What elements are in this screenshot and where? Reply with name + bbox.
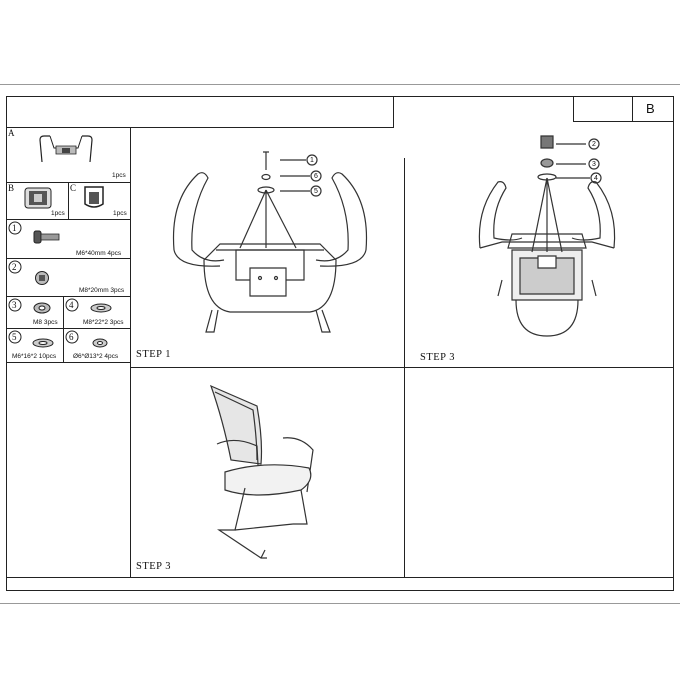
step-3-label-top: STEP 3 (420, 352, 455, 363)
part-a-armrest-icon (36, 134, 96, 164)
sheet-top-line (0, 84, 680, 85)
header-vertical (393, 96, 394, 128)
parts-col-line-bc (68, 182, 69, 219)
part-5-number-circle-icon (8, 330, 22, 344)
part-c-qty: 1pcs (113, 210, 127, 217)
lower-vertical-divider (404, 367, 405, 577)
part-5-desc: M6*16*2 10pcs (12, 353, 57, 360)
parts-row-line-3 (6, 258, 130, 259)
part-1-bolt-icon (33, 230, 61, 244)
part-a-label: A (8, 128, 15, 138)
part-2-number: 2 (12, 262, 17, 272)
part-6-number-circle-icon (65, 330, 79, 344)
part-4-desc: M8*22*2 3pcs (83, 319, 124, 326)
parts-row-line-6 (6, 362, 130, 363)
part-b-seat-bracket-icon (23, 186, 53, 210)
upper-vertical-divider (404, 158, 405, 367)
parts-row-line-4 (6, 296, 130, 297)
header-box-bottom (573, 121, 674, 122)
step-3-callout-3: 3 (592, 161, 596, 168)
part-3-desc: M8 3pcs (33, 319, 58, 326)
header-divider (6, 127, 393, 128)
part-3-number-circle-icon (8, 298, 22, 312)
step-1-label: STEP 1 (136, 349, 171, 360)
part-6-number: 6 (69, 332, 74, 342)
part-1-number: 1 (12, 223, 17, 233)
part-4-number: 4 (69, 300, 74, 310)
header-box-mid (632, 96, 633, 122)
part-6-desc: Ø6*Ø13*2 4pcs (73, 353, 119, 360)
part-c-label: C (70, 183, 77, 193)
part-3-number: 3 (12, 300, 17, 310)
footer-divider (6, 577, 674, 578)
assembly-sheet-frame (6, 96, 674, 591)
part-a-qty: 1pcs (112, 172, 126, 179)
part-3-nut-icon (33, 302, 51, 314)
part-4-washer-icon (90, 303, 112, 313)
step-3-callout-4: 4 (594, 175, 598, 182)
page-letter: B (646, 101, 655, 116)
parts-column-divider (130, 127, 131, 577)
step-1-callout-6: 6 (314, 173, 318, 180)
part-6-washer-icon (92, 338, 108, 348)
main-horizontal-divider (130, 367, 674, 368)
part-2-number-circle-icon (8, 260, 22, 274)
step-3-backrest-assembly-diagram (472, 130, 622, 340)
completed-chair-diagram (205, 380, 325, 565)
parts-col-line-34 (63, 296, 64, 362)
sheet-bottom-line (0, 603, 680, 604)
part-2-bolt-icon (34, 270, 50, 286)
part-5-number: 5 (12, 332, 17, 342)
header-box-left (573, 96, 574, 122)
part-b-qty: 1pcs (51, 210, 65, 217)
step-3-label-bottom: STEP 3 (136, 561, 171, 572)
part-c-backrest-icon (82, 184, 106, 212)
part-1-desc: M6*40mm 4pcs (76, 250, 122, 257)
parts-row-line-5 (6, 328, 130, 329)
part-1-number-circle-icon (8, 221, 22, 235)
step-3-callout-2: 2 (592, 141, 596, 148)
step-1-callout-5: 5 (314, 188, 318, 195)
step-1-armrest-assembly-diagram (160, 140, 380, 340)
step-1-callout-1: 1 (310, 157, 314, 164)
part-4-number-circle-icon (65, 298, 79, 312)
part-b-label: B (8, 183, 15, 193)
part-5-washer-icon (32, 338, 54, 348)
part-2-desc: M8*20mm 3pcs (79, 287, 125, 294)
parts-row-line-2 (6, 219, 130, 220)
